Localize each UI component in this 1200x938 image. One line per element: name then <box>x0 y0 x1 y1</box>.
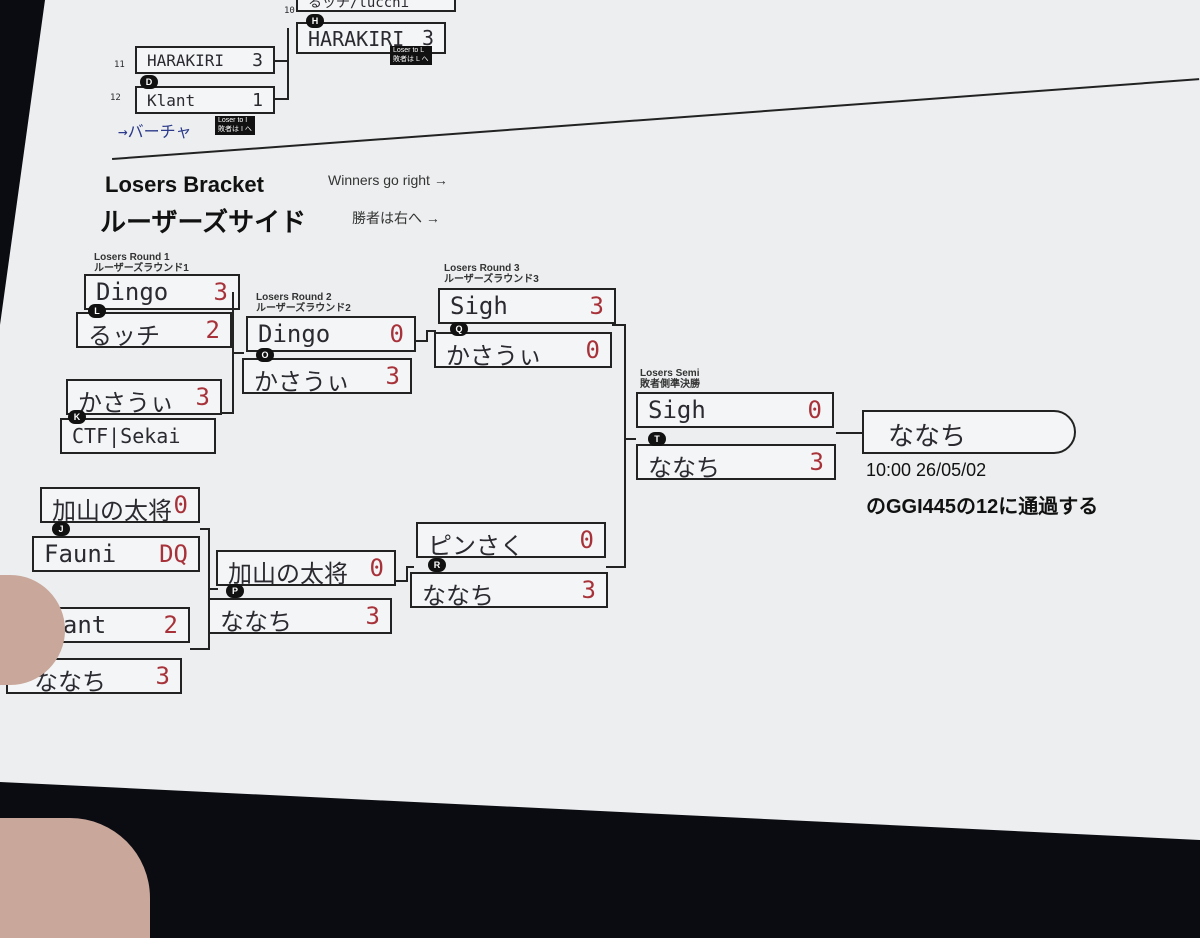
losers-sub-en: Winners go right → <box>328 172 448 188</box>
match-l-badge: L <box>88 304 106 318</box>
seed-12: 12 <box>110 93 121 103</box>
match-l-player-a: Dingo 3 <box>84 274 240 310</box>
hand-bottom <box>0 818 150 938</box>
match-j-badge: J <box>52 522 70 536</box>
match-o-badge: O <box>256 348 274 362</box>
match-t-badge: T <box>648 432 666 446</box>
match-q-player-a: Sigh 3 <box>438 288 616 324</box>
loser-tag-d: Loser to I 敗者は I へ <box>215 116 255 135</box>
match-d-badge: D <box>140 75 158 89</box>
match-time: 10:00 26/05/02 <box>866 460 987 480</box>
losers-sub-jp: 勝者は右へ → <box>352 210 440 226</box>
match-r-player-b: ななち 3 <box>410 572 608 610</box>
handwritten-note: →バーチャ <box>118 122 192 141</box>
match-t-player-a: Sigh 0 <box>636 392 834 428</box>
losers-winner-slot: ななち <box>862 410 1076 454</box>
match-o-player-a: Dingo 0 <box>246 316 416 352</box>
match-p-player-b: ななち 3 <box>208 598 392 636</box>
match-p-badge: P <box>226 584 244 598</box>
match-l-player-b: るッチ 2 <box>76 312 232 350</box>
match-k-badge: K <box>68 410 86 424</box>
match-p-player-a: 加山の太将 0 <box>216 550 396 588</box>
match-d-player-a: HARAKIRI 3 <box>135 46 275 74</box>
losers-title-en: Losers Bracket <box>105 172 264 197</box>
match-h-player-a: るッチ/lucchi <box>296 0 456 12</box>
match-o-player-b: かさうぃ 3 <box>242 358 412 396</box>
match-t-player-b: ななち 3 <box>636 444 836 482</box>
match-d-player-b: Klant 1 <box>135 86 275 114</box>
losers-winner-name: ななち <box>888 422 967 452</box>
match-h-badge: H <box>306 14 324 28</box>
match-h-player-b: HARAKIRI 3 <box>296 22 446 54</box>
match-q-player-b: かさうぃ 0 <box>434 332 612 370</box>
match-q-badge: Q <box>450 322 468 336</box>
advance-note: のGGI445の12に通過する <box>866 496 1099 518</box>
match-k-player-a: かさうぃ 3 <box>66 379 222 417</box>
loser-tag-h: Loser to L 敗者は L へ <box>390 46 432 65</box>
match-r-badge: R <box>428 558 446 572</box>
seed-11: 11 <box>114 60 125 70</box>
match-j-player-b: Fauni DQ <box>32 536 200 572</box>
losers-title-jp: ルーザーズサイド <box>100 207 307 237</box>
match-r-player-a: ピンさく 0 <box>416 522 606 560</box>
bracket-sheet: HARAKIRI 3 Klant 1 D 11 12 Loser to I 敗者… <box>0 0 1200 840</box>
match-k-player-b: CTF|Sekai <box>60 418 216 454</box>
seed-10: 10 <box>284 6 295 16</box>
section-divider <box>112 78 1200 160</box>
match-j-player-a: 加山の太将 0 <box>40 487 200 525</box>
